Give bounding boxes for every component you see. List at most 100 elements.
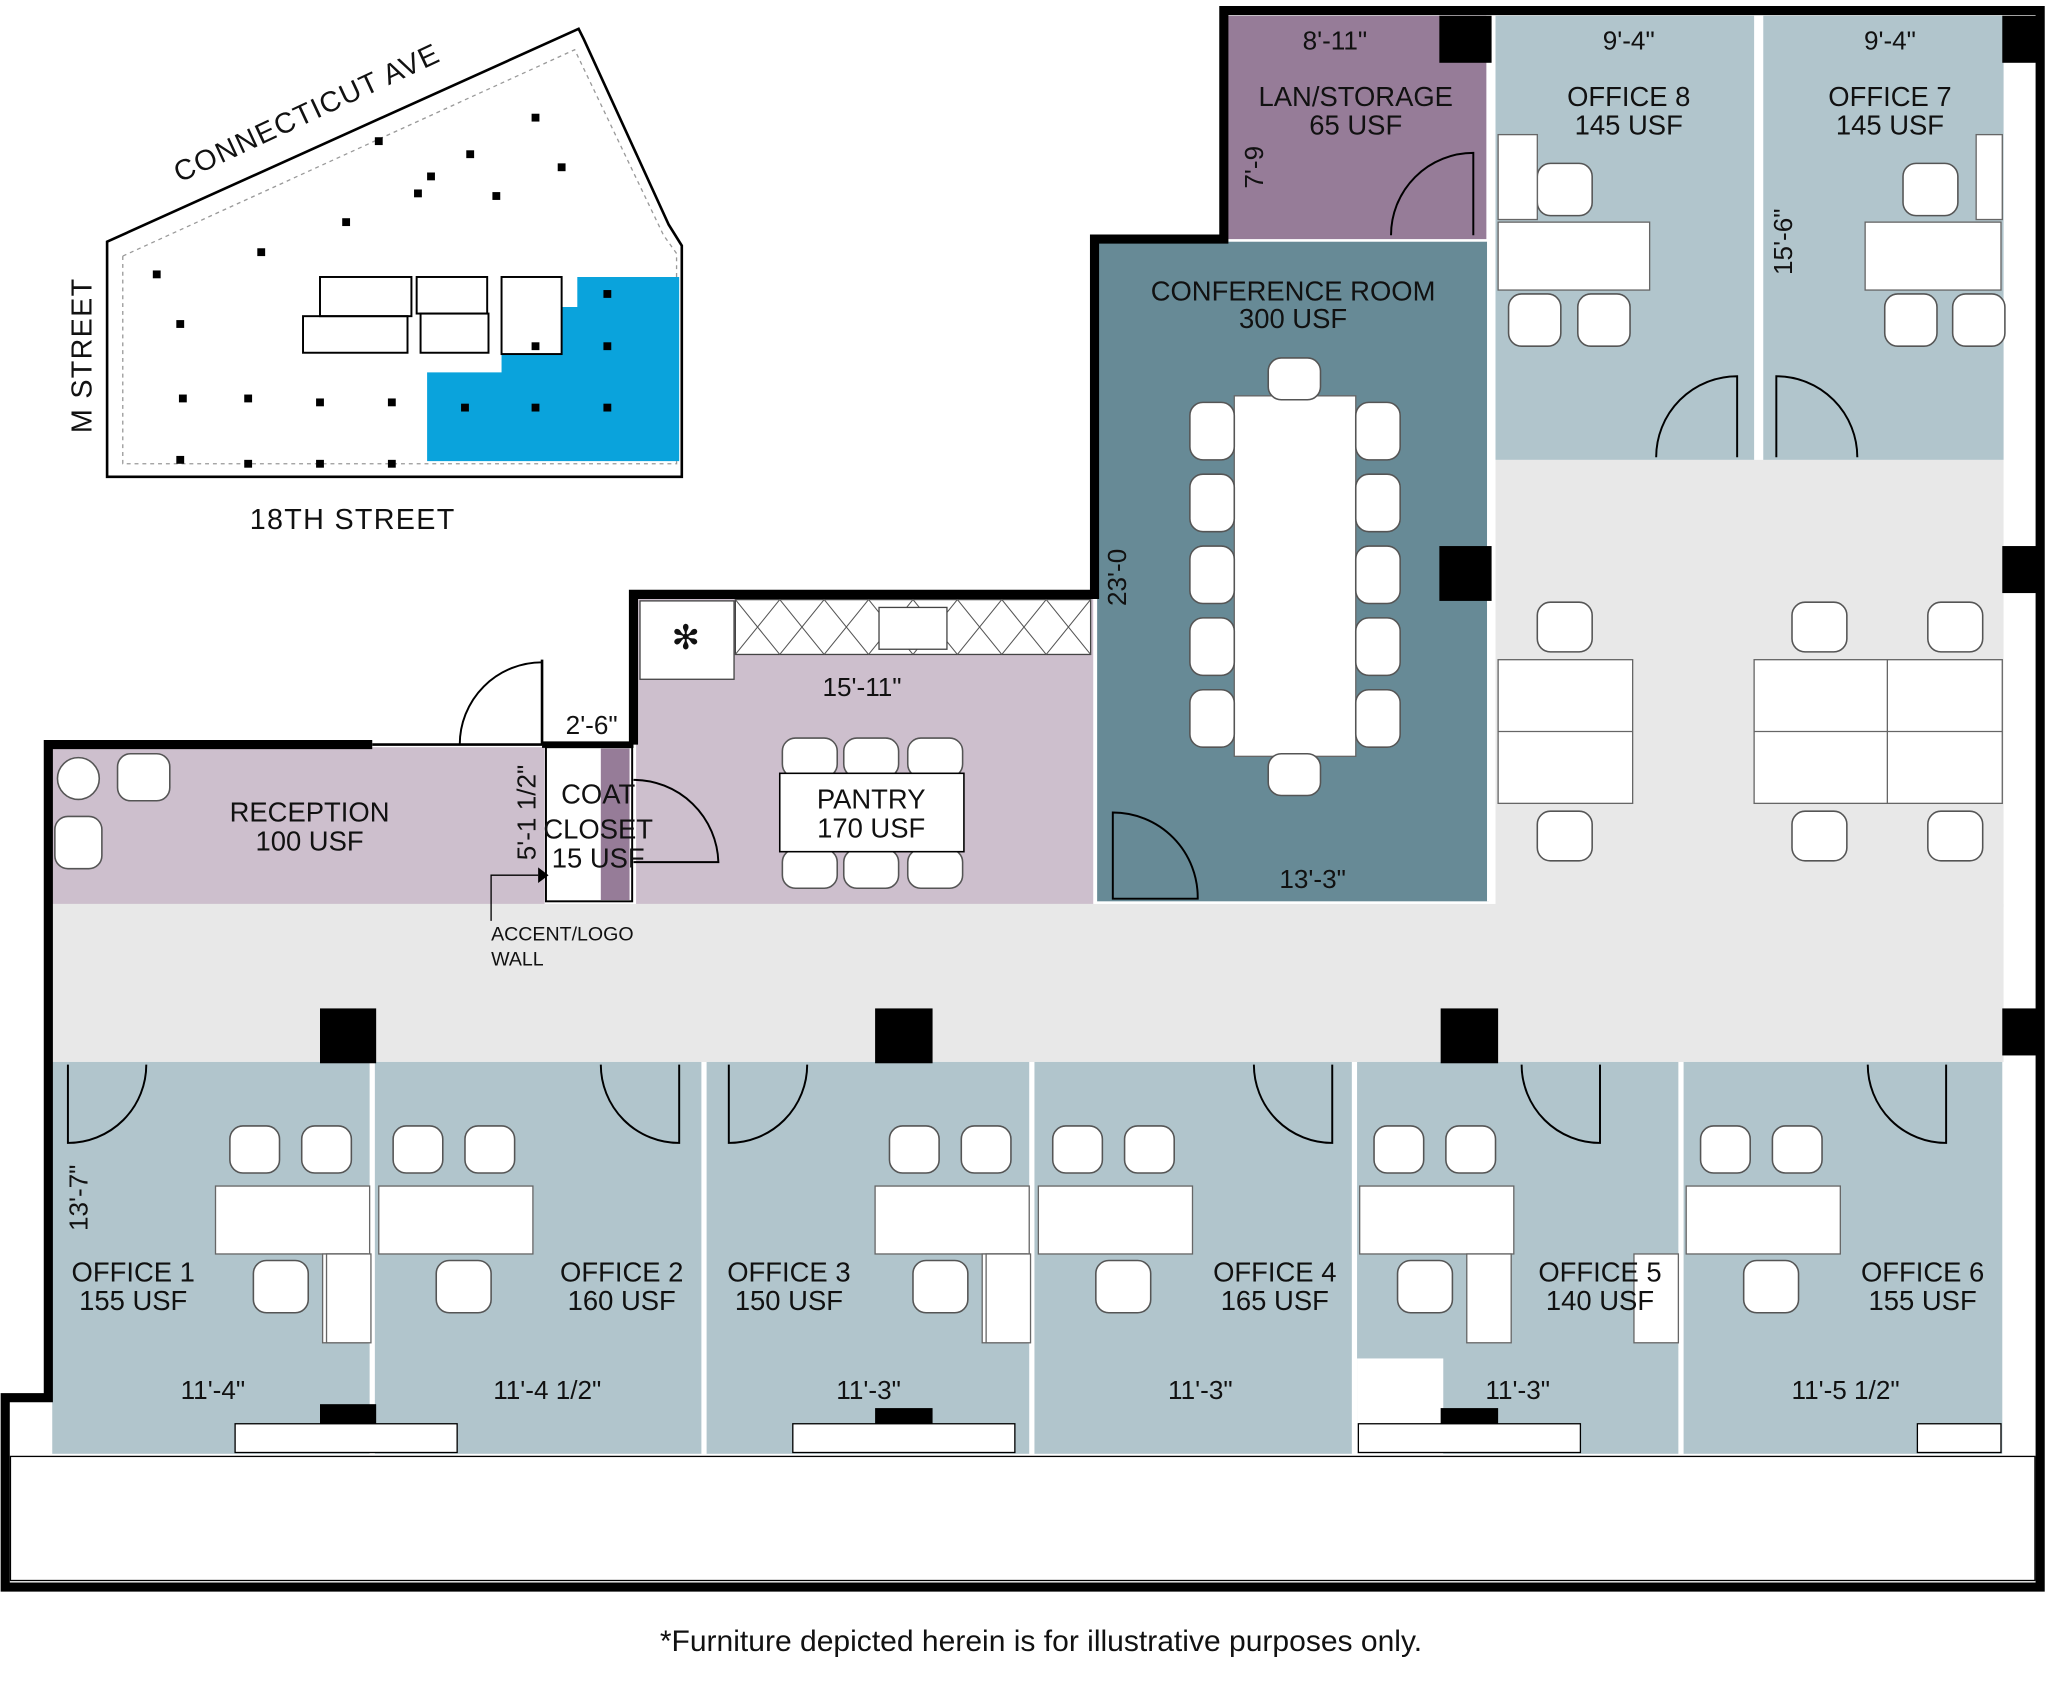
keyplan-column bbox=[257, 248, 266, 257]
street-label-south: 18TH STREET bbox=[250, 504, 456, 536]
chair bbox=[1951, 293, 2006, 347]
chair bbox=[1396, 1259, 1454, 1314]
label-pantry-area: 170 USF bbox=[817, 812, 925, 843]
chair bbox=[1267, 357, 1322, 401]
reception-door-swing bbox=[458, 661, 543, 745]
building-column bbox=[1440, 1008, 1499, 1064]
file-cabinet bbox=[985, 1253, 1032, 1344]
chair bbox=[842, 848, 900, 890]
desk bbox=[1685, 1185, 1841, 1255]
label-office1-area: 155 USF bbox=[79, 1285, 187, 1316]
dim-office7-width: 9'-4" bbox=[1864, 26, 1916, 56]
keyplan-column bbox=[466, 150, 475, 159]
keyplan-column bbox=[244, 459, 253, 468]
chair bbox=[1189, 545, 1236, 605]
dim-office2-width: 11'-4 1/2" bbox=[493, 1375, 601, 1405]
label-office8-name: OFFICE 8 bbox=[1567, 81, 1690, 112]
keyplan-column bbox=[531, 403, 540, 412]
chair bbox=[1354, 473, 1401, 533]
label-office5-name: OFFICE 5 bbox=[1538, 1256, 1661, 1287]
chair bbox=[252, 1259, 310, 1314]
label-office8-area: 145 USF bbox=[1575, 110, 1683, 141]
dim-office8-width: 9'-4" bbox=[1603, 26, 1655, 56]
keyplan-inner-outline bbox=[122, 48, 678, 465]
dim-office3-width: 11'-3" bbox=[836, 1375, 901, 1405]
label-office2-area: 160 USF bbox=[568, 1285, 676, 1316]
door-swing bbox=[1520, 1064, 1601, 1144]
pantry-table bbox=[778, 772, 965, 853]
keyplan-column bbox=[557, 163, 566, 172]
chair bbox=[1189, 473, 1236, 533]
file-cabinet bbox=[325, 1253, 372, 1344]
dim-office1-width: 11'-4" bbox=[181, 1375, 246, 1405]
chair bbox=[1267, 752, 1322, 797]
label-reception-name: RECEPTION bbox=[230, 797, 390, 828]
door-swing bbox=[727, 1064, 809, 1144]
building-column bbox=[2002, 15, 2041, 63]
label-office1-name: OFFICE 1 bbox=[72, 1256, 195, 1287]
building-column bbox=[2002, 1008, 2041, 1056]
keyplan-column bbox=[178, 394, 187, 403]
chair bbox=[300, 1125, 353, 1174]
keyplan-column bbox=[531, 113, 540, 122]
keyplan-column bbox=[427, 172, 435, 181]
keyplan-column bbox=[176, 320, 185, 328]
label-closet-area: 15 USF bbox=[552, 842, 645, 873]
chair bbox=[906, 848, 964, 890]
chair bbox=[1927, 601, 1984, 653]
chair bbox=[906, 737, 964, 779]
chair bbox=[1902, 162, 1959, 217]
keyplan-column bbox=[603, 290, 612, 298]
chair bbox=[1354, 545, 1401, 605]
label-conference-name: CONFERENCE ROOM bbox=[1151, 275, 1436, 306]
label-pantry-name: PANTRY bbox=[817, 784, 926, 815]
accent-wall-strip bbox=[600, 748, 630, 901]
window-sill bbox=[1357, 1423, 1582, 1454]
chair bbox=[842, 737, 900, 779]
desk bbox=[214, 1185, 371, 1255]
chair bbox=[1354, 617, 1401, 677]
keyplan-column bbox=[387, 398, 396, 407]
chair bbox=[1373, 1125, 1425, 1174]
chair bbox=[1883, 293, 1938, 347]
desk bbox=[378, 1185, 534, 1255]
keyplan-column bbox=[531, 342, 540, 351]
label-office7-area: 145 USF bbox=[1836, 110, 1944, 141]
desk bbox=[1497, 221, 1651, 291]
label-office4-area: 165 USF bbox=[1221, 1285, 1329, 1316]
desk bbox=[874, 1185, 1030, 1255]
accent-wall-label-2: WALL bbox=[491, 948, 544, 970]
chair bbox=[1791, 810, 1848, 862]
chair bbox=[1536, 810, 1593, 862]
keyplan-column bbox=[603, 403, 612, 412]
keyplan-column bbox=[342, 218, 351, 227]
dim-closet-depth: 5'-1 1/2" bbox=[512, 765, 542, 861]
chair bbox=[1536, 601, 1593, 653]
keyplan-column bbox=[492, 192, 501, 200]
label-closet-name-1: COAT bbox=[561, 778, 635, 809]
door-swing bbox=[599, 1064, 681, 1144]
keyplan-column bbox=[316, 459, 324, 468]
door-swing bbox=[66, 1064, 148, 1144]
label-office3-name: OFFICE 3 bbox=[727, 1256, 850, 1287]
chair bbox=[1771, 1125, 1823, 1174]
chair bbox=[1742, 1259, 1800, 1314]
chair bbox=[229, 1125, 281, 1174]
chair bbox=[1536, 162, 1593, 217]
arrow-icon bbox=[538, 867, 549, 884]
dim-office5-width: 11'-3" bbox=[1485, 1375, 1550, 1405]
accent-wall-label-1: ACCENT/LOGO bbox=[491, 924, 634, 946]
keyplan-column bbox=[603, 342, 612, 351]
label-office2-name: OFFICE 2 bbox=[560, 1256, 683, 1287]
chair bbox=[781, 737, 839, 779]
dim-office7-depth: 15'-6" bbox=[1768, 208, 1798, 275]
chair bbox=[1189, 688, 1236, 748]
dim-office1-depth: 13'-7" bbox=[64, 1165, 94, 1232]
label-office5-area: 140 USF bbox=[1546, 1285, 1654, 1316]
desk bbox=[1864, 221, 2002, 291]
exterior-strip bbox=[9, 1455, 2036, 1582]
desk bbox=[1233, 395, 1357, 757]
keyplan-column bbox=[316, 398, 324, 407]
label-reception-area: 100 USF bbox=[255, 825, 363, 856]
